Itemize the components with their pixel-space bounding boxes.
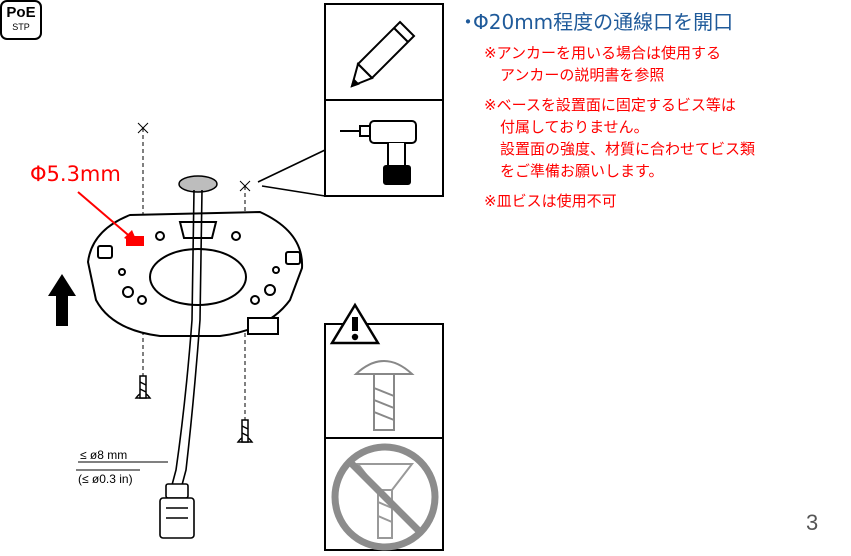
drill-panel <box>257 99 444 197</box>
note-anchor-line2: アンカーの説明書を参照 <box>500 66 665 84</box>
poe-badge-subtitle: STP <box>12 22 30 32</box>
heading-bullet: ・ <box>458 10 478 34</box>
caution-panel <box>324 302 444 551</box>
note-anchor-line1: ※アンカーを用いる場合は使用する <box>484 44 721 62</box>
base-plate <box>86 210 304 337</box>
warning-icon <box>329 302 381 345</box>
note-flat-head: ※皿ビスは使用不可 <box>484 192 617 210</box>
cable-spec-in: (≤ ø0.3 in) <box>78 472 133 486</box>
pencil-panel <box>324 3 444 101</box>
screw-right <box>236 419 254 443</box>
cable-spec-mm: ≤ ø8 mm <box>80 448 128 462</box>
screw-left <box>134 375 152 399</box>
note-screws-line2: 付属しておりません。 <box>500 118 649 136</box>
note-screws-line4: をご準備お願いします。 <box>500 162 664 180</box>
cable <box>171 189 203 486</box>
page-number: 3 <box>806 510 819 535</box>
screw-icon <box>353 360 415 431</box>
cable-hole <box>178 175 218 193</box>
pencil-icon <box>350 20 416 88</box>
note-screws-line1: ※ベースを設置面に固定するビス等は <box>484 96 736 114</box>
up-arrow-icon <box>48 274 76 326</box>
poe-badge-title: PoE <box>6 4 36 21</box>
poe-badge: PoE STP <box>0 0 42 40</box>
prohibited-countersunk-screw-icon <box>331 443 439 551</box>
page-title: Φ20mm程度の通線口を開口 <box>473 10 734 34</box>
drill-icon <box>340 120 417 185</box>
dimension-leader <box>77 191 138 244</box>
rj45-plug <box>159 483 195 539</box>
hole-size-label: Φ5.3mm <box>30 162 121 186</box>
note-screws-line3: 設置面の強度、材質に合わせてビス類 <box>500 140 756 158</box>
hole-marks <box>137 122 251 192</box>
